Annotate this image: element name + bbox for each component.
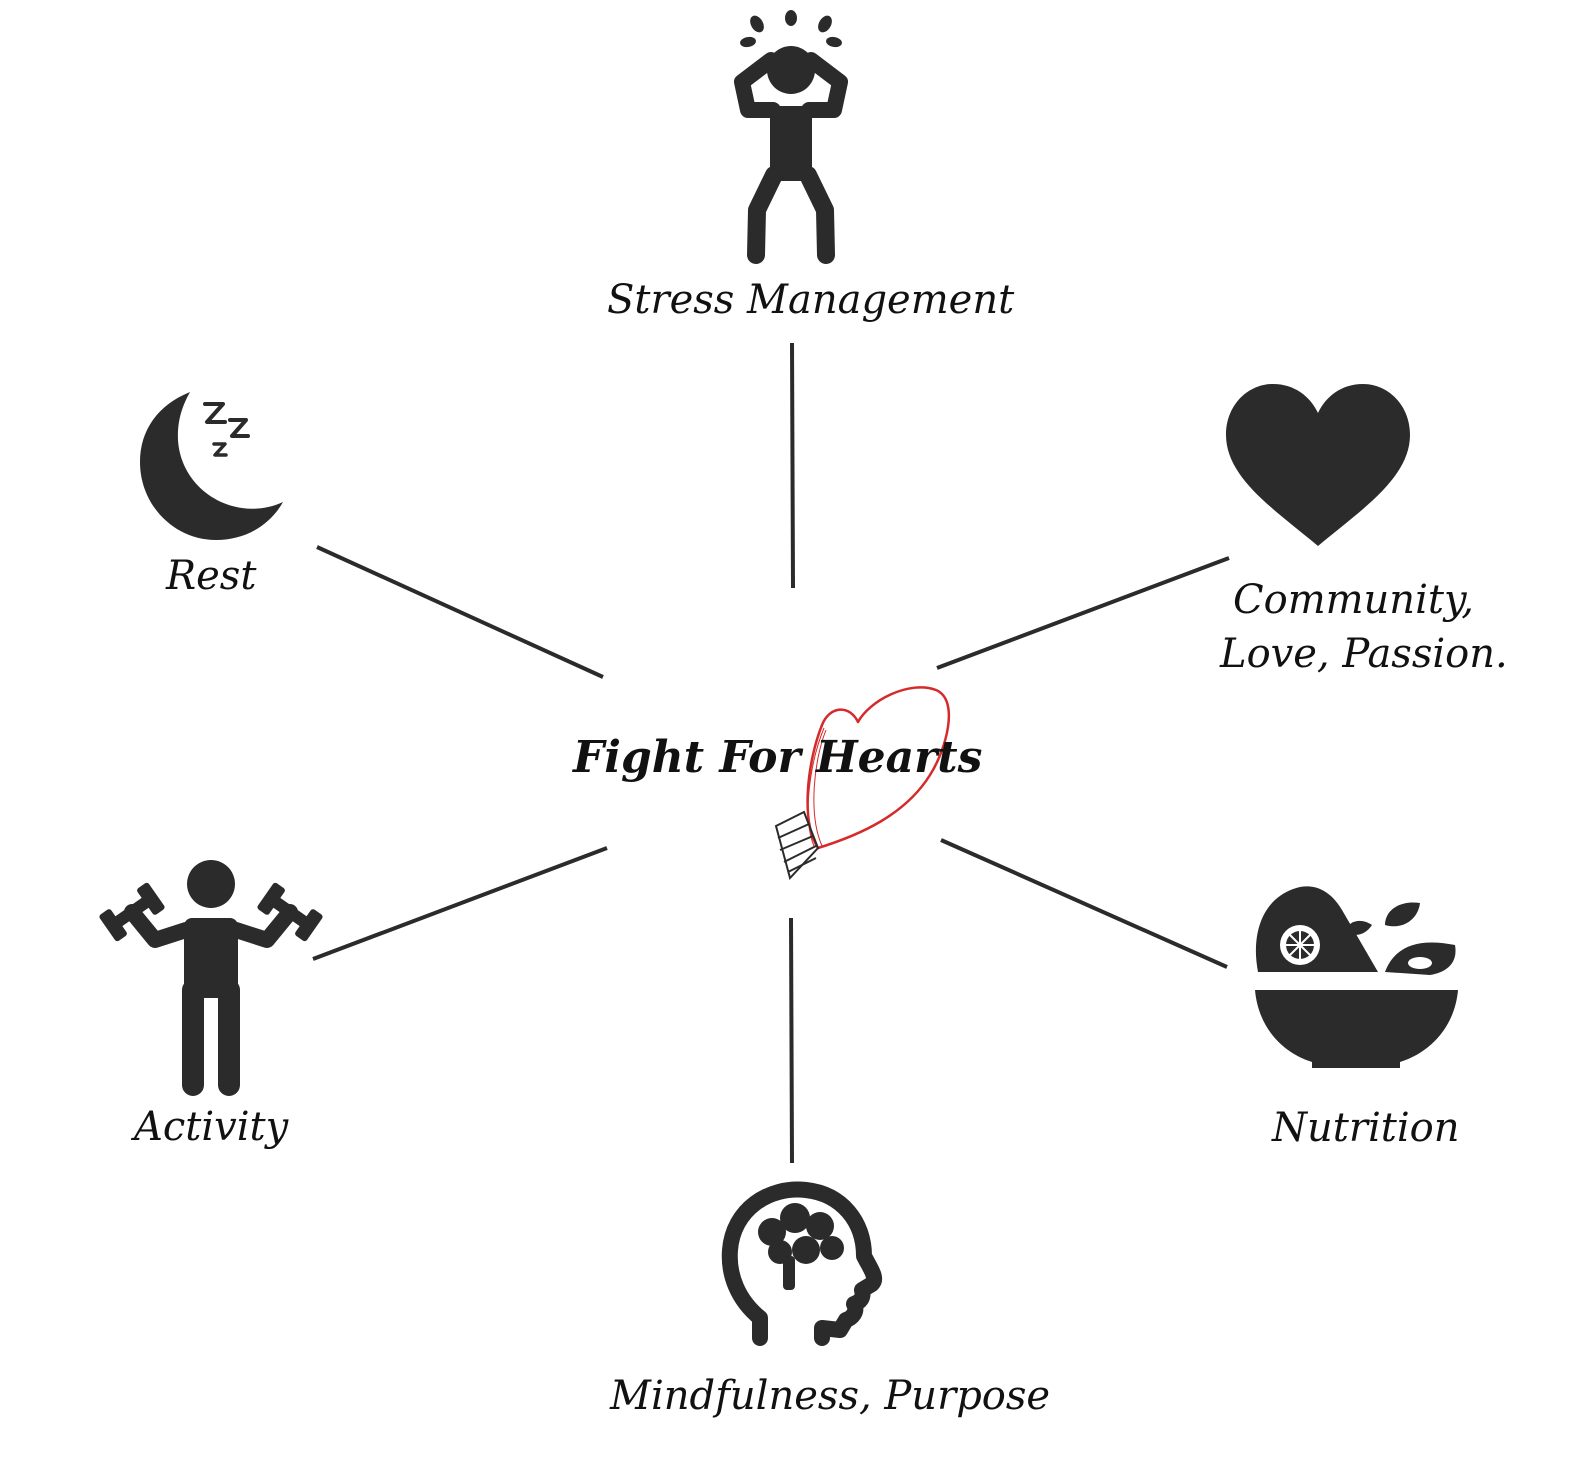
salad-bowl-icon (1255, 886, 1458, 1068)
label-mindfulness-purpose: Mindfulness, Purpose (610, 1373, 1051, 1419)
center-title: Fight For Hearts (573, 732, 983, 783)
heart-balloon-icon (774, 686, 951, 880)
connector-community (936, 556, 1230, 670)
label-stress-management: Stress Management (607, 277, 1015, 323)
label-nutrition: Nutrition (1272, 1105, 1460, 1151)
connector-lines (312, 342, 1230, 1164)
connector-nutrition (940, 838, 1228, 969)
heart-icon (1226, 384, 1410, 546)
connector-rest (316, 545, 604, 679)
stressed-person-icon (734, 10, 848, 264)
brain-head-icon (721, 1181, 883, 1346)
dumbbell-person-icon (99, 860, 323, 1096)
moon-sleep-icon (140, 392, 283, 540)
connector-activity (312, 846, 608, 961)
label-activity: Activity (134, 1104, 289, 1150)
label-community-line2: Love, Passion. (1220, 631, 1508, 677)
connector-mindfulness (789, 917, 794, 1164)
connector-stress (790, 342, 795, 589)
label-rest: Rest (166, 553, 257, 599)
label-community-line1: Community, (1233, 577, 1474, 623)
